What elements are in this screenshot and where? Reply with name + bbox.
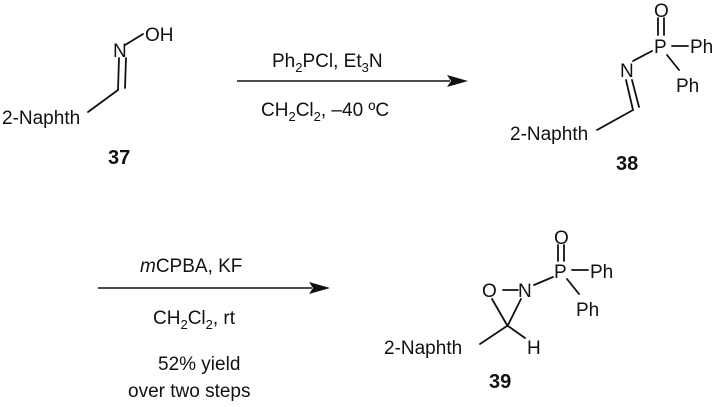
c38-atom-p: P bbox=[654, 37, 667, 58]
compound-38: 2-Naphth N P O Ph Ph 38 bbox=[510, 1, 713, 175]
bond-c38-ch-n bbox=[625, 79, 634, 111]
step2-conditions: CH2Cl2, rt bbox=[153, 308, 236, 332]
reaction-arrow-step1 bbox=[237, 75, 468, 87]
step1-reagent-a-sub: 2 bbox=[295, 60, 302, 75]
step1-cond-b: Cl bbox=[296, 100, 314, 121]
c39-phenyl-lower: Ph bbox=[576, 300, 599, 321]
c39-atom-p: P bbox=[554, 262, 567, 283]
bond-c39-n-c bbox=[507, 298, 522, 326]
bond-c39-naphth-c bbox=[479, 325, 508, 345]
bond-c39-c-h bbox=[507, 325, 526, 339]
bond-c38-p-ph-lower bbox=[666, 54, 680, 71]
step1-reagent-c: N bbox=[369, 51, 383, 72]
c37-substituent-label: 2-Naphth bbox=[2, 108, 80, 129]
step1-cond-c: , –40 ºC bbox=[321, 100, 389, 121]
step1-cond-b-sub: 2 bbox=[314, 109, 321, 124]
compound-39-number: 39 bbox=[489, 371, 511, 393]
step1-cond-a: CH bbox=[261, 100, 288, 121]
compound-39: O N P O Ph Ph H 2-Naphth 39 bbox=[384, 228, 613, 393]
step1-conditions: CH2Cl2, –40 ºC bbox=[261, 100, 389, 124]
bond-c39-o-c bbox=[491, 298, 508, 326]
compound-37-number: 37 bbox=[108, 147, 130, 169]
c37-hydroxyl-label: OH bbox=[145, 25, 174, 46]
c39-atom-h: H bbox=[527, 338, 541, 359]
c37-atom-n: N bbox=[113, 41, 127, 62]
c39-phenyl-right: Ph bbox=[590, 262, 613, 283]
bond-c37-ch-n-double bbox=[124, 57, 127, 89]
step2-cond-a: CH bbox=[153, 308, 180, 329]
bond-c39-n-p bbox=[533, 276, 554, 286]
c39-atom-n: N bbox=[518, 281, 532, 302]
bond-c38-n-p bbox=[632, 50, 653, 62]
step2-reagents: mCPBA, KF bbox=[140, 256, 242, 277]
step2-yield-line1: 52% yield bbox=[158, 354, 240, 375]
step2-cond-c: , rt bbox=[213, 308, 236, 329]
c39-substituent-label: 2-Naphth bbox=[384, 338, 462, 359]
step1-cond-a-sub: 2 bbox=[288, 109, 295, 124]
bond-c37-naphth-ch bbox=[87, 89, 119, 113]
bond-c37-ch-n bbox=[117, 57, 120, 91]
bond-c38-ch-n-double bbox=[631, 79, 640, 108]
c38-atom-o: O bbox=[654, 1, 669, 22]
step2-reagent-italic: m bbox=[140, 256, 156, 277]
bond-c39-p-ph-lower bbox=[566, 278, 580, 295]
step1-reagent-b: PCl, Et bbox=[302, 51, 362, 72]
step1-reagents: Ph2PCl, Et3N bbox=[272, 51, 383, 75]
step2-cond-b-sub: 2 bbox=[206, 317, 213, 332]
compound-38-number: 38 bbox=[616, 153, 638, 175]
c39-atom-o: O bbox=[554, 228, 569, 249]
step1-reagent-a: Ph bbox=[272, 51, 295, 72]
step2-reagent-rest: CPBA, KF bbox=[156, 256, 243, 277]
arrow-step1-head bbox=[447, 75, 468, 87]
c38-phenyl-right: Ph bbox=[690, 37, 713, 58]
arrow-step2-head bbox=[309, 282, 330, 294]
c38-phenyl-lower: Ph bbox=[676, 76, 699, 97]
step2-yield-line2: over two steps bbox=[128, 381, 251, 402]
bond-c38-naphth-ch bbox=[596, 109, 634, 131]
step2-cond-b: Cl bbox=[188, 308, 206, 329]
step2-cond-a-sub: 2 bbox=[180, 317, 187, 332]
bond-c37-n-o bbox=[124, 33, 144, 46]
compound-37: 2-Naphth N OH 37 bbox=[2, 25, 174, 169]
step1-reagent-b-sub: 3 bbox=[362, 60, 369, 75]
c38-atom-n: N bbox=[620, 61, 634, 82]
c39-atom-o-ring: O bbox=[482, 281, 497, 302]
c38-substituent-label: 2-Naphth bbox=[510, 124, 588, 145]
reaction-arrow-step2 bbox=[98, 282, 330, 294]
